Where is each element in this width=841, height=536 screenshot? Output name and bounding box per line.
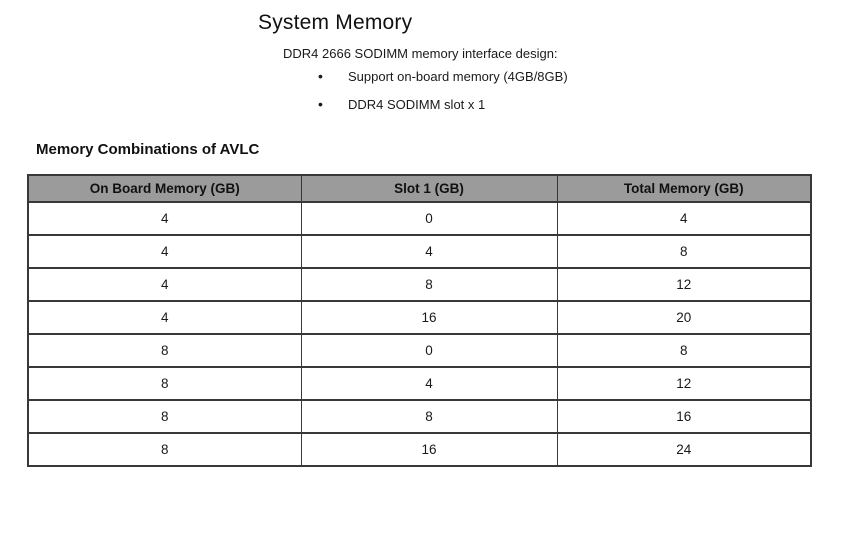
table-cell: 4: [27, 234, 302, 269]
column-header: Slot 1 (GB): [300, 174, 558, 203]
column-header: Total Memory (GB): [556, 174, 812, 203]
bullet-icon: •: [318, 68, 323, 84]
table-cell: 4: [27, 300, 302, 335]
bullet-item: • Support on-board memory (4GB/8GB): [318, 68, 568, 84]
table-cell: 8: [27, 399, 302, 434]
table-cell: 4: [27, 201, 302, 236]
section-heading: Memory Combinations of AVLC: [36, 141, 260, 158]
memory-combinations-table: On Board Memory (GB)Slot 1 (GB)Total Mem…: [27, 174, 812, 467]
bullet-item-text: DDR4 SODIMM slot x 1: [348, 97, 486, 112]
page-title: System Memory: [258, 11, 413, 34]
table-cell: 4: [556, 201, 812, 236]
table-cell: 8: [27, 333, 302, 368]
bullet-item: • DDR4 SODIMM slot x 1: [318, 96, 568, 112]
table-cell: 8: [556, 333, 812, 368]
table-cell: 24: [556, 432, 812, 467]
intro-text: DDR4 2666 SODIMM memory interface design…: [283, 46, 558, 61]
table-cell: 8: [300, 267, 558, 302]
bullet-icon: •: [318, 96, 323, 112]
table-cell: 20: [556, 300, 812, 335]
bullet-list: • Support on-board memory (4GB/8GB) • DD…: [318, 68, 568, 125]
table-cell: 16: [300, 432, 558, 467]
table-cell: 16: [300, 300, 558, 335]
table-cell: 8: [556, 234, 812, 269]
table-cell: 16: [556, 399, 812, 434]
table-cell: 0: [300, 201, 558, 236]
table-cell: 12: [556, 267, 812, 302]
bullet-item-text: Support on-board memory (4GB/8GB): [348, 69, 568, 84]
table-cell: 8: [300, 399, 558, 434]
table-cell: 8: [27, 432, 302, 467]
table-cell: 4: [27, 267, 302, 302]
table-cell: 12: [556, 366, 812, 401]
table-cell: 4: [300, 234, 558, 269]
table-cell: 4: [300, 366, 558, 401]
table-header-row: On Board Memory (GB)Slot 1 (GB)Total Mem…: [27, 174, 812, 203]
column-header: On Board Memory (GB): [27, 174, 302, 203]
table-cell: 8: [27, 366, 302, 401]
table-cell: 0: [300, 333, 558, 368]
